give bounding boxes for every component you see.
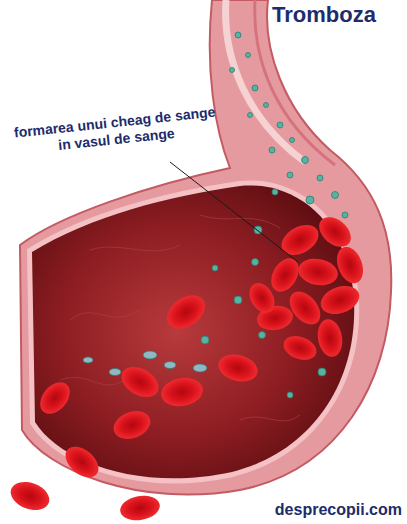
leader-line — [170, 162, 298, 262]
red-blood-cells — [7, 211, 368, 523]
callout-label: formarea unui cheag de sange in vasul de… — [7, 103, 224, 159]
watermark: desprecopii.com — [262, 500, 402, 519]
vessel-lumen — [32, 186, 354, 479]
vessel-inner-wall — [32, 186, 354, 479]
platelets — [83, 32, 348, 398]
vessel-wall — [20, 0, 391, 495]
title: Tromboza — [272, 2, 376, 28]
vessel-texture — [60, 215, 300, 421]
